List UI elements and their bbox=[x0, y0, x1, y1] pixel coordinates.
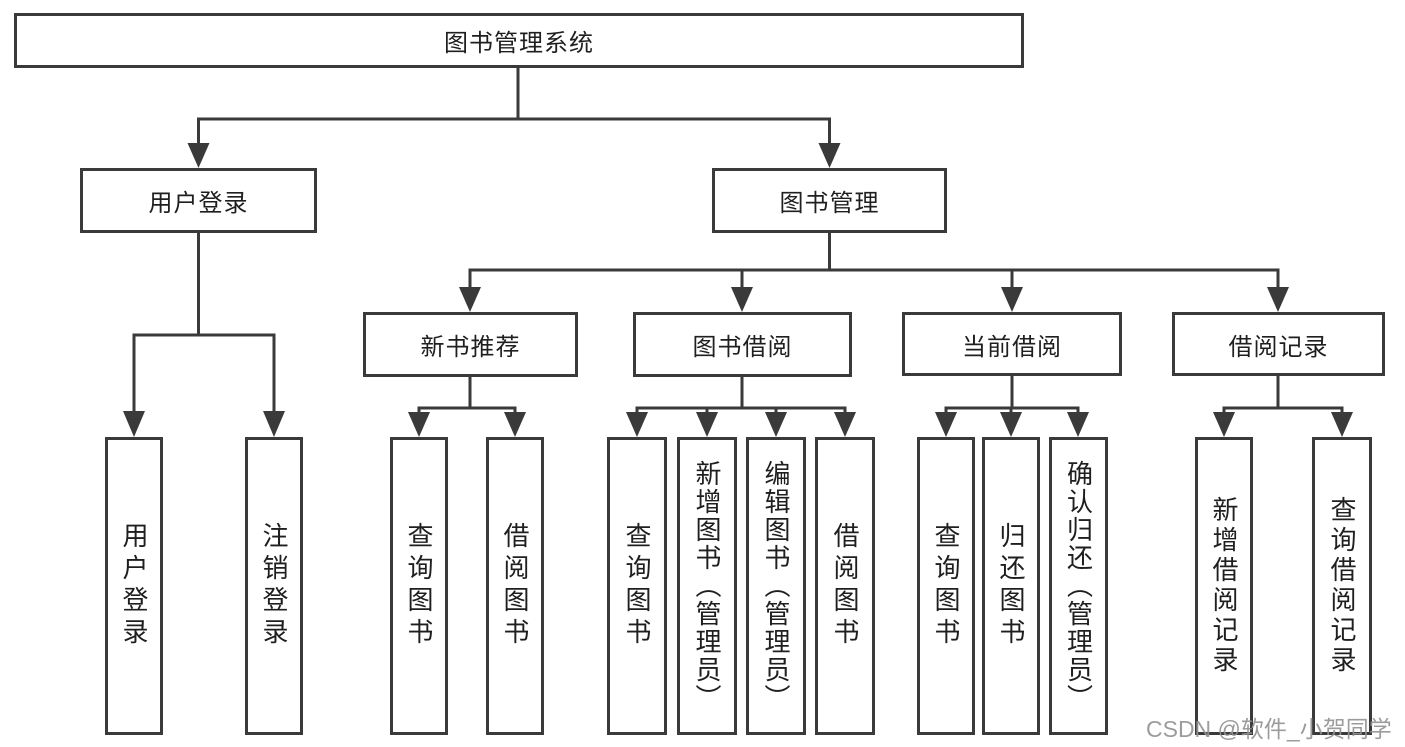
leaf-newbook-query-books: 查询图书 bbox=[390, 437, 448, 735]
leaf-current-query-books: 查询图书 bbox=[917, 437, 975, 735]
leaf-logout: 注销登录 bbox=[245, 437, 303, 735]
node-borrow-records: 借阅记录 bbox=[1172, 312, 1385, 376]
node-user-login: 用户登录 bbox=[80, 168, 317, 233]
leaf-records-query-record: 查询借阅记录 bbox=[1312, 437, 1372, 735]
leaf-borrow-query-books: 查询图书 bbox=[607, 437, 667, 735]
leaf-borrow-edit-books-admin: 编辑图书（管理员） bbox=[746, 437, 806, 735]
csdn-watermark: CSDN @软件_小贺同学 bbox=[1146, 716, 1392, 742]
leaf-current-return-books: 归还图书 bbox=[982, 437, 1040, 735]
leaf-records-add-record: 新增借阅记录 bbox=[1195, 437, 1253, 735]
leaf-user-login: 用户登录 bbox=[105, 437, 163, 735]
node-new-book-recommend: 新书推荐 bbox=[363, 312, 578, 377]
node-library-management-system: 图书管理系统 bbox=[14, 13, 1024, 68]
node-book-borrow: 图书借阅 bbox=[633, 312, 852, 377]
node-current-borrow: 当前借阅 bbox=[902, 312, 1122, 376]
leaf-current-confirm-return-admin: 确认归还（管理员） bbox=[1049, 437, 1108, 735]
leaf-newbook-borrow-books: 借阅图书 bbox=[486, 437, 544, 735]
leaf-borrow-borrow-books: 借阅图书 bbox=[815, 437, 875, 735]
node-book-management: 图书管理 bbox=[712, 168, 947, 233]
leaf-borrow-add-books-admin: 新增图书（管理员） bbox=[677, 437, 737, 735]
